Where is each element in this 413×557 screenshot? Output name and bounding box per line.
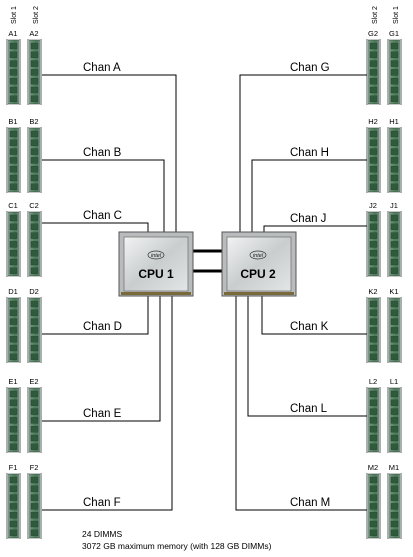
dimm-label-e1: E1 xyxy=(8,377,17,386)
channel-line-g xyxy=(239,74,367,232)
dimm-j1 xyxy=(387,211,402,277)
dimm-label-d2: D2 xyxy=(29,287,39,296)
dimm-c2 xyxy=(27,211,42,277)
dimm-label-b1: B1 xyxy=(8,117,17,126)
dimm-l2 xyxy=(366,387,381,453)
channel-line-h xyxy=(251,159,367,232)
channel-line-k xyxy=(261,296,367,335)
channel-label-j: Chan J xyxy=(290,213,326,225)
channel-label-m: Chan M xyxy=(290,497,330,509)
dimm-label-j1: J1 xyxy=(390,201,398,210)
dimm-label-f1: F1 xyxy=(9,463,18,472)
dimm-label-h1: H1 xyxy=(389,117,399,126)
dimm-label-a2: A2 xyxy=(29,29,38,38)
channel-line-j xyxy=(263,225,367,232)
cpu-1-brand: intel xyxy=(151,253,162,259)
dimm-h1 xyxy=(387,127,402,193)
cpu-2: intel CPU 2 xyxy=(221,231,297,297)
dimm-a2 xyxy=(27,39,42,105)
dimm-a1 xyxy=(6,39,21,105)
dimm-label-g1: G1 xyxy=(389,29,399,38)
dimm-e2 xyxy=(27,387,42,453)
dimm-h2 xyxy=(366,127,381,193)
dimm-g2 xyxy=(366,39,381,105)
dimm-k2 xyxy=(366,297,381,363)
dimm-f2 xyxy=(27,473,42,539)
cpu-1-heatspreader xyxy=(123,236,189,292)
channel-label-b: Chan B xyxy=(83,147,122,159)
channel-line-d xyxy=(42,296,149,335)
dimm-label-m2: M2 xyxy=(368,463,378,472)
channel-label-c: Chan C xyxy=(83,210,122,222)
dimm-d2 xyxy=(27,297,42,363)
cpu-1-label: CPU 1 xyxy=(138,267,174,281)
dimm-label-d1: D1 xyxy=(8,287,18,296)
dimm-label-a1: A1 xyxy=(8,29,17,38)
channel-labels: Chan A Chan B Chan C Chan D Chan E Chan F Chan… xyxy=(83,62,330,509)
channel-line-f xyxy=(42,296,173,511)
cpu-1-pins xyxy=(121,292,191,295)
channel-line-m xyxy=(235,296,367,511)
dimm-label-c1: C1 xyxy=(8,201,18,210)
slot-headers-right: Slot 2 Slot 1 xyxy=(372,6,400,24)
dimm-label-h2: H2 xyxy=(368,117,378,126)
cpu-2-pins xyxy=(224,292,294,295)
slot2-header-right: Slot 2 xyxy=(372,6,379,24)
intel-logo-icon xyxy=(147,250,165,260)
dimm-m1 xyxy=(387,473,402,539)
dimm-c1 xyxy=(6,211,21,277)
dimm-m2 xyxy=(366,473,381,539)
channel-label-k: Chan K xyxy=(290,321,329,333)
slot2-header-left: Slot 2 xyxy=(33,6,40,24)
cpu-2-brand: intel xyxy=(253,253,264,259)
dimm-d1 xyxy=(6,297,21,363)
dimm-j2 xyxy=(366,211,381,277)
dimm-label-k1: K1 xyxy=(389,287,398,296)
slot1-header-right: Slot 1 xyxy=(393,6,400,24)
intel-logo-icon xyxy=(249,250,267,260)
dimm-label-m1: M1 xyxy=(389,463,399,472)
channel-label-e: Chan E xyxy=(83,408,122,420)
channel-line-l xyxy=(247,296,367,417)
dimm-l1 xyxy=(387,387,402,453)
dimm-label-e2: E2 xyxy=(29,377,38,386)
dimm-g1 xyxy=(387,39,402,105)
channel-line-e xyxy=(42,296,161,422)
dimm-label-c2: C2 xyxy=(29,201,39,210)
cpu-1: intel CPU 1 xyxy=(118,231,194,297)
channel-label-g: Chan G xyxy=(290,62,330,74)
channel-label-h: Chan H xyxy=(290,147,329,159)
channel-label-d: Chan D xyxy=(83,321,122,333)
dimm-e1 xyxy=(6,387,21,453)
dimm-b2 xyxy=(27,127,42,193)
dimm-f1 xyxy=(6,473,21,539)
dimm-label-l2: L2 xyxy=(369,377,377,386)
cpu-interconnect xyxy=(192,249,227,273)
dimm-label-g2: G2 xyxy=(368,29,378,38)
dimm-count-note: 24 DIMMS xyxy=(82,529,123,539)
dimm-label-k2: K2 xyxy=(368,287,377,296)
channel-line-c xyxy=(42,222,149,232)
dimm-label-j2: J2 xyxy=(369,201,377,210)
slot1-header-left: Slot 1 xyxy=(11,6,18,24)
cpu-2-label: CPU 2 xyxy=(240,267,276,281)
channel-label-f: Chan F xyxy=(83,497,121,509)
slot-headers-left: Slot 1 Slot 2 xyxy=(11,6,40,24)
channel-line-a xyxy=(42,74,177,232)
cpu-2-heatspreader xyxy=(226,236,292,292)
channel-label-l: Chan L xyxy=(290,403,328,415)
dimm-b1 xyxy=(6,127,21,193)
dimm-label-l1: L1 xyxy=(390,377,398,386)
dimm-label-b2: B2 xyxy=(29,117,38,126)
channel-line-b xyxy=(42,159,165,232)
max-memory-note: 3072 GB maximum memory (with 128 GB DIMM… xyxy=(82,541,272,551)
dimm-label-f2: F2 xyxy=(30,463,39,472)
dimm-k1 xyxy=(387,297,402,363)
channel-label-a: Chan A xyxy=(83,62,121,74)
channel-lines xyxy=(42,74,367,511)
